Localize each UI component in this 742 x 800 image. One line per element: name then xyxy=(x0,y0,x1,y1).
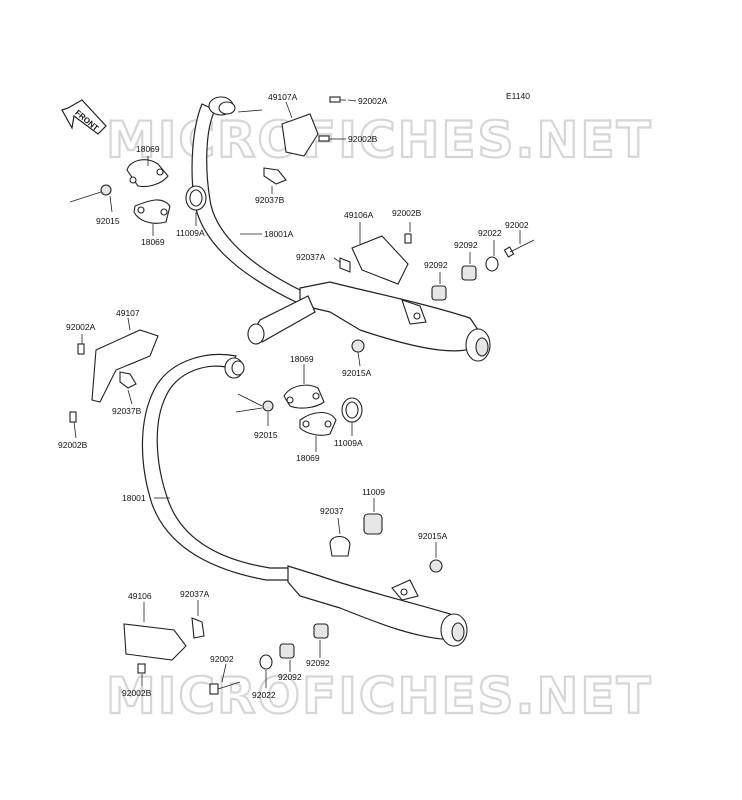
holder-18069-d xyxy=(299,411,337,436)
label-92092-top1: 92092 xyxy=(424,260,448,270)
label-18069-c: 18069 xyxy=(290,354,314,364)
label-92015a-bot: 92015A xyxy=(418,531,448,541)
nut-92015-mid xyxy=(262,400,274,412)
label-49107a: 49107A xyxy=(268,92,298,102)
label-92037: 92037 xyxy=(320,506,344,516)
gasket-11009 xyxy=(363,513,383,535)
clamp-92037 xyxy=(329,535,351,557)
label-92002a-top: 92002A xyxy=(358,96,388,106)
bolt-92002a-left xyxy=(77,343,85,355)
label-92002b-top: 92002B xyxy=(348,134,378,144)
bolt-92002b-mid xyxy=(404,233,412,244)
bolt-92002-bot xyxy=(209,681,241,695)
label-49107: 49107 xyxy=(116,308,140,318)
label-92092-top2: 92092 xyxy=(454,240,478,250)
label-92037a-top: 92037A xyxy=(296,252,326,262)
bolt-92002b-top xyxy=(318,135,336,142)
label-92037a-bot: 92037A xyxy=(180,589,210,599)
label-18001: 18001 xyxy=(122,493,146,503)
collar-92092-bot1 xyxy=(279,643,295,659)
label-11009a-mid: 11009A xyxy=(334,438,363,448)
nut-92015a-top xyxy=(351,339,365,353)
collar-92092-bot2 xyxy=(313,623,329,639)
collar-92092-top2 xyxy=(461,265,477,281)
washer-92022-top xyxy=(485,256,499,272)
clamp-92037b-top xyxy=(263,167,287,185)
label-92002b-bot: 92002B xyxy=(122,688,152,698)
clamp-92037b-left xyxy=(119,371,137,389)
bolt-92002b-left xyxy=(69,411,77,423)
label-18001a: 18001A xyxy=(264,229,294,239)
label-92037b-top: 92037B xyxy=(255,195,285,205)
heat-guard-49106 xyxy=(123,623,187,661)
label-92015-top: 92015 xyxy=(96,216,120,226)
label-18069-b: 18069 xyxy=(141,237,165,247)
diagram-code: E1140 xyxy=(506,91,530,101)
watermark-bottom: MICROFICHES.NET xyxy=(106,667,653,725)
clamp-92037a-bot xyxy=(191,617,205,639)
heat-guard-49107 xyxy=(91,329,159,403)
label-92002b-mid: 92002B xyxy=(392,208,422,218)
leader-lines xyxy=(73,99,521,688)
watermark-top: MICROFICHES.NET xyxy=(106,111,653,169)
holder-18069-c xyxy=(283,384,325,409)
clamp-92037a-top xyxy=(339,257,351,273)
heat-guard-49107a xyxy=(281,113,319,157)
label-92002a-left: 92002A xyxy=(66,322,96,332)
label-49106: 49106 xyxy=(128,591,152,601)
label-11009a-top: 11009A xyxy=(176,228,205,238)
upper-exhaust-pipe xyxy=(191,96,491,362)
label-18069-d: 18069 xyxy=(296,453,320,463)
front-arrow-icon: FRONT xyxy=(61,99,107,135)
label-92092-bot1: 92092 xyxy=(278,672,302,682)
label-92015-mid: 92015 xyxy=(254,430,278,440)
heat-guard-49106a xyxy=(351,235,409,285)
label-49106a: 49106A xyxy=(344,210,374,220)
label-92002-bot: 92002 xyxy=(210,654,234,664)
nut-92015a-bot xyxy=(429,559,443,573)
collar-92092-top1 xyxy=(431,285,447,301)
label-92022-top: 92022 xyxy=(478,228,502,238)
label-92022-bot: 92022 xyxy=(252,690,276,700)
holder-18069-a xyxy=(126,159,169,188)
holder-18069-b xyxy=(133,199,171,224)
label-92002-top: 92002 xyxy=(505,220,529,230)
washer-92022-bot xyxy=(259,654,273,670)
label-92037b-left: 92037B xyxy=(112,406,142,416)
bolt-92002a-top xyxy=(329,96,346,103)
label-92015a-top: 92015A xyxy=(342,368,372,378)
label-92092-bot2: 92092 xyxy=(306,658,330,668)
label-18069-a: 18069 xyxy=(136,144,160,154)
label-11009: 11009 xyxy=(362,487,385,497)
bolt-92002-top xyxy=(503,239,535,258)
lower-exhaust-pipe xyxy=(141,353,468,647)
bolt-92002b-bot xyxy=(137,663,146,674)
label-92002b-left: 92002B xyxy=(58,440,88,450)
nut-92015-top xyxy=(100,184,112,196)
